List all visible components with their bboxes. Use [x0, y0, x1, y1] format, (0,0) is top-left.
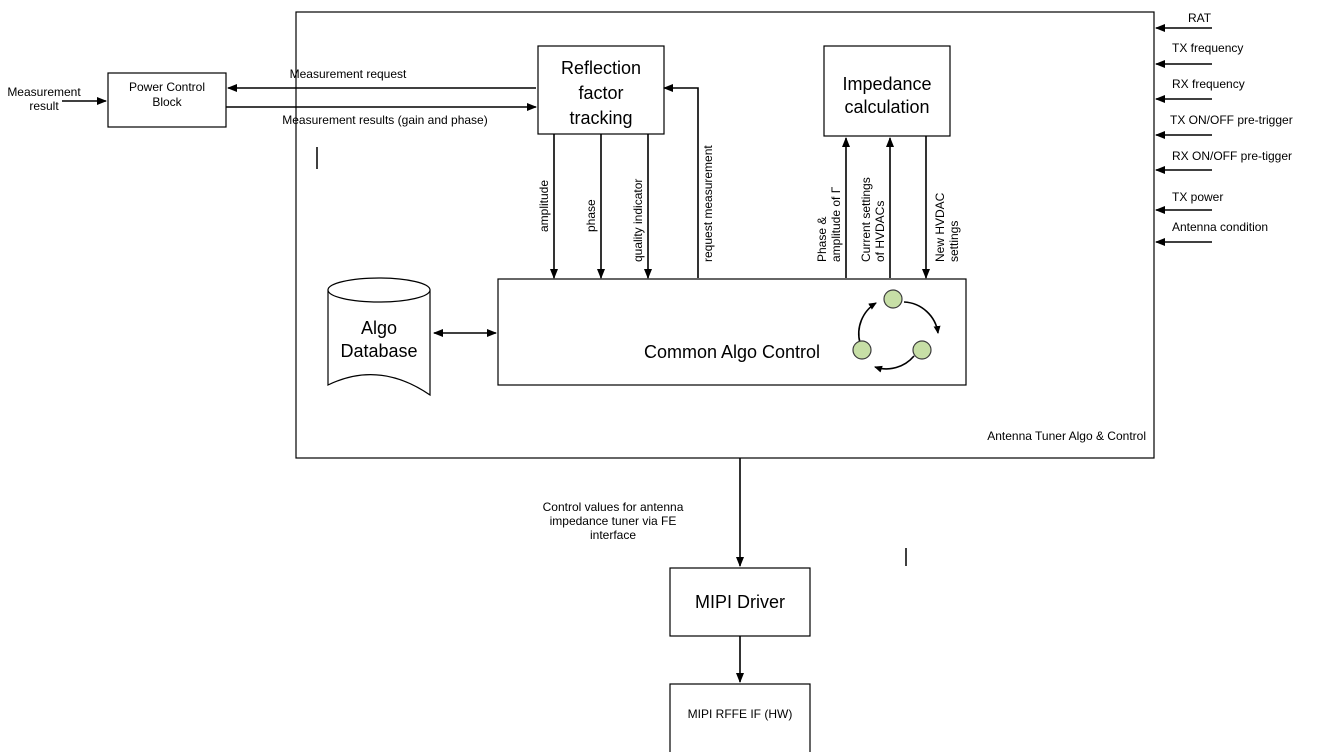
input-label-tx-onoff: TX ON/OFF pre-trigger — [1170, 113, 1293, 127]
input-label-antenna-condition: Antenna condition — [1172, 220, 1268, 234]
power-control-box — [107, 72, 227, 128]
impedance-label-line1: Impedance — [842, 74, 931, 94]
external-measurement-input: Measurement result — [7, 85, 107, 113]
container-label: Antenna Tuner Algo & Control — [987, 429, 1146, 443]
new-hvdac-label-line1: New HVDAC — [933, 192, 947, 262]
reflection-label-line3: tracking — [569, 108, 632, 128]
input-label-rx-frequency: RX frequency — [1172, 77, 1245, 91]
mipi-driver-label: MIPI Driver — [695, 592, 785, 612]
power-control-label-line1: Power Control — [129, 80, 205, 94]
reflection-factor-tracking-block: Reflection factor tracking — [537, 45, 665, 135]
reflection-label-line2: factor — [578, 83, 623, 103]
common-algo-control-block: Common Algo Control — [497, 278, 967, 386]
reflection-label-line1: Reflection — [561, 58, 641, 78]
algo-database: Algo Database — [327, 277, 431, 397]
phase-amplitude-label-line1: Phase & — [815, 217, 829, 262]
input-label-tx-power: TX power — [1172, 190, 1223, 204]
impedance-box — [823, 45, 951, 137]
request-measurement-label: request measurement — [701, 145, 715, 262]
phase-amplitude-label-line2: amplitude of Γ — [829, 186, 843, 262]
mipi-rffe-box — [669, 683, 811, 752]
mipi-rffe-block: MIPI RFFE IF (HW) — [669, 683, 811, 752]
impedance-calculation-block: Impedance calculation — [823, 45, 951, 137]
power-control-label-line2: Block — [152, 95, 182, 109]
measurement-result-label-line2: result — [29, 99, 59, 113]
database-top — [327, 277, 431, 303]
mipi-rffe-label: MIPI RFFE IF (HW) — [688, 707, 793, 721]
current-settings-label-line1: Current settings — [859, 177, 873, 262]
database-label-line1: Algo — [361, 318, 397, 338]
power-control-block: Power Control Block — [107, 72, 227, 128]
measurement-results-label: Measurement results (gain and phase) — [282, 113, 487, 127]
measurement-request-label: Measurement request — [290, 67, 407, 81]
quality-indicator-label: quality indicator — [631, 179, 645, 262]
mipi-driver-block: MIPI Driver — [669, 567, 811, 637]
cycle-icon — [852, 289, 941, 373]
new-hvdac-label-line2: settings — [947, 221, 961, 262]
reflection-box — [537, 45, 665, 135]
mipi-driver-box — [669, 567, 811, 637]
input-label-rx-onoff: RX ON/OFF pre-tigger — [1172, 149, 1292, 163]
measurement-result-label-line1: Measurement — [7, 85, 81, 99]
phase-label: phase — [584, 199, 598, 232]
impedance-label-line2: calculation — [844, 97, 929, 117]
input-signals: RAT TX frequency RX frequency TX ON/OFF … — [1155, 11, 1293, 246]
control-values-label-line3: interface — [590, 528, 636, 542]
database-body — [327, 289, 431, 397]
current-settings-label-line2: of HVDACs — [873, 201, 887, 262]
control-values-label-line2: impedance tuner via FE — [550, 514, 677, 528]
input-label-rat: RAT — [1188, 11, 1212, 25]
database-label-line2: Database — [340, 341, 417, 361]
common-algo-label: Common Algo Control — [644, 342, 820, 362]
request-measurement-arrow — [663, 84, 699, 278]
control-values-label-line1: Control values for antenna — [543, 500, 684, 514]
input-label-tx-frequency: TX frequency — [1172, 41, 1243, 55]
amplitude-label: amplitude — [537, 180, 551, 232]
